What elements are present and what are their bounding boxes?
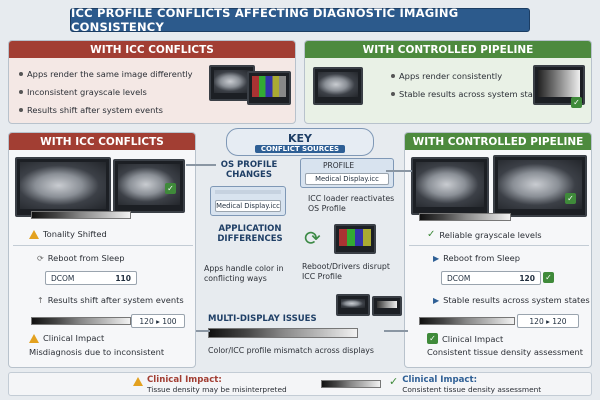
results-shift-label: ↑ Results shift after system events	[37, 295, 184, 305]
left-conflict-panel: WITH ICC CONFLICTS ✓ Tonality Shifted ⟳ …	[8, 132, 196, 368]
medical-display-tab: Medical Display.icc	[305, 173, 389, 185]
multi-display-title: MULTI-DISPLAY ISSUES	[208, 314, 317, 324]
check-icon: ✓	[571, 97, 582, 108]
reboot-label: ⟳ Reboot from Sleep	[37, 253, 125, 263]
bottom-bar: Clinical Impact: Tissue density may be m…	[8, 372, 592, 396]
bottom-right-impact: ✓ Clinical Impact: Consistent tissue den…	[389, 375, 542, 395]
monitor-icon	[336, 294, 370, 316]
grayscale-ramp	[208, 328, 358, 338]
left-conflict-header: WITH ICC CONFLICTS	[9, 133, 195, 150]
top-controlled-panel: WITH CONTROLLED PIPELINE Apps render con…	[304, 40, 592, 124]
key-panel: KEY CONFLICT SOURCES OS PROFILE CHANGES …	[196, 128, 404, 368]
stable-label: ▶ Stable results across system states	[433, 295, 590, 305]
os-profile-block: OS PROFILE CHANGES Medical Display.icc	[202, 160, 296, 240]
connector-arrow	[196, 330, 210, 332]
key-badge: KEY CONFLICT SOURCES	[226, 128, 374, 156]
right-controlled-header: WITH CONTROLLED PIPELINE	[405, 133, 591, 150]
connector-arrow	[186, 164, 216, 166]
multi-display-text: Color/ICC profile mismatch across displa…	[208, 346, 374, 355]
check-icon: ✓	[165, 183, 176, 194]
bullet: Results shift after system events	[19, 105, 193, 115]
check-icon: ✓	[427, 333, 438, 344]
check-icon: ✓	[389, 375, 399, 388]
top-conflict-panel: WITH ICC CONFLICTS Apps render the same …	[8, 40, 296, 124]
monitor-icon	[247, 71, 291, 105]
reboot-icon: ⟳	[37, 253, 44, 263]
profile-block: PROFILE Medical Display.icc ICC loader r…	[300, 158, 400, 248]
check-icon: ✓	[543, 272, 554, 283]
warning-icon	[29, 333, 39, 343]
clinical-impact-label: ✓ Clinical Impact	[427, 333, 503, 344]
monitor-icon	[313, 67, 363, 105]
monitor-icon	[493, 155, 587, 217]
os-profile-title: OS PROFILE CHANGES	[220, 160, 278, 180]
value-readout: 120 ▸ 120	[517, 314, 579, 328]
reboot-label: ▶ Reboot from Sleep	[433, 253, 520, 263]
top-conflict-header: WITH ICC CONFLICTS	[9, 41, 295, 58]
check-icon: ✓	[427, 229, 436, 240]
grayscale-ramp	[321, 380, 381, 388]
tonality-status: Tonality Shifted	[29, 229, 107, 239]
reliable-status: ✓ Reliable grayscale levels	[427, 229, 542, 240]
bullet: Inconsistent grayscale levels	[19, 87, 193, 97]
reboot-block: ⟳ Reboot/Drivers disrupt ICC Profile	[300, 222, 400, 292]
monitor-icon	[15, 157, 111, 217]
app-diff-text: Apps handle color in conflicting ways	[204, 264, 284, 283]
arrow-icon: ▶	[433, 253, 440, 263]
connector-arrow	[386, 170, 412, 172]
medical-display-field: Medical Display.icc	[215, 200, 281, 212]
grayscale-ramp	[31, 317, 131, 325]
monitor-icon	[411, 157, 489, 215]
value-readout: 120 ▸ 100	[131, 314, 185, 328]
monitor-icon	[372, 296, 402, 316]
profile-dialog: PROFILE Medical Display.icc	[300, 158, 394, 188]
grayscale-ramp	[419, 213, 511, 221]
consistent-text: Consistent tissue density assessment	[427, 347, 584, 357]
app-diff-block: APPLICATION DIFFERENCES Apps handle colo…	[202, 224, 298, 294]
app-diff-title: APPLICATION DIFFERENCES	[217, 224, 283, 244]
clinical-impact-label: Clinical Impact	[29, 333, 104, 343]
page-title: ICC PROFILE CONFLICTS AFFECTING DIAGNOST…	[70, 6, 530, 34]
bottom-left-impact: Clinical Impact: Tissue density may be m…	[133, 376, 287, 394]
grayscale-ramp	[419, 317, 515, 325]
monitor-icon	[334, 224, 376, 254]
bullet: Stable results across system states	[391, 89, 546, 99]
check-icon: ✓	[565, 193, 576, 204]
warning-icon	[133, 377, 143, 386]
refresh-icon: ⟳	[304, 226, 321, 250]
reboot-drivers-text: Reboot/Drivers disrupt ICC Profile	[302, 262, 390, 281]
icc-loader-text: ICC loader reactivates OS Profile	[308, 194, 395, 213]
top-controlled-header: WITH CONTROLLED PIPELINE	[305, 41, 591, 58]
bullet: Apps render consistently	[391, 71, 546, 81]
grayscale-ramp	[31, 211, 131, 219]
misdiagnosis-text: Misdiagnosis due to inconsistent	[29, 347, 165, 357]
warning-icon	[29, 229, 39, 239]
connector-arrow	[384, 330, 408, 332]
bullet: Apps render the same image differently	[19, 69, 193, 79]
os-dialog: Medical Display.icc	[210, 186, 286, 216]
right-controlled-panel: WITH CONTROLLED PIPELINE ✓ ✓ Reliable gr…	[404, 132, 592, 368]
